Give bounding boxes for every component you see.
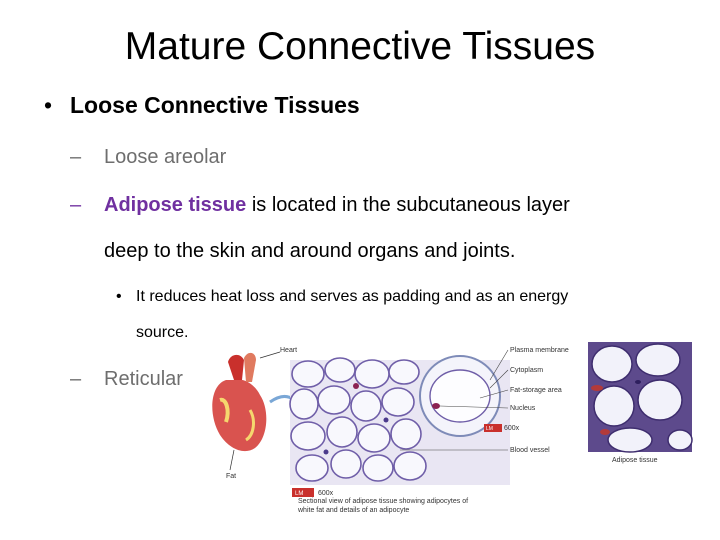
adipose-highlight: Adipose tissue: [104, 194, 247, 216]
sub-bullet-line2: source.: [136, 324, 189, 341]
lm-badge: [292, 488, 314, 497]
callout-nucleus: Nucleus: [510, 405, 536, 412]
callout-fat-storage: Fat-storage area: [510, 387, 562, 394]
slide-title: Mature Connective Tissues: [124, 25, 596, 68]
fat-label: Fat: [226, 473, 236, 480]
sub-bullet-line1: • It reduces heat loss and serves as padd…: [116, 285, 568, 309]
dash-marker: –: [70, 368, 82, 390]
item-text: Loose areolar: [104, 146, 227, 168]
item-reticular: –Reticular: [70, 364, 183, 394]
bullet-marker: •: [44, 92, 53, 118]
lm-badge-2-text: LM: [486, 426, 493, 432]
callout-cytoplasm: Cytoplasm: [510, 367, 543, 374]
item-text: Reticular: [104, 368, 183, 390]
magnification-1: 600x: [318, 490, 334, 497]
item-adipose-line2: deep to the skin and around organs and j…: [104, 240, 516, 262]
adipose-histology: [588, 342, 693, 453]
dash-marker: –: [70, 194, 82, 216]
heading-text: Loose Connective Tissues: [70, 92, 360, 118]
adipose-tissue-label: Adipose tissue: [612, 457, 658, 464]
sub-bullet-marker: •: [116, 288, 122, 305]
adipose-text: is located in the subcutaneous layer: [246, 194, 570, 216]
item-adipose-line1: –Adipose tissue is located in the subcut…: [70, 190, 570, 220]
dash-marker: –: [70, 146, 82, 168]
sub-text-1: It reduces heat loss and serves as paddi…: [136, 288, 569, 305]
figure-caption-line1: Sectional view of adipose tissue showing…: [298, 498, 468, 505]
callout-plasma-membrane: Plasma membrane: [510, 347, 569, 354]
item-loose-areolar: –Loose areolar: [70, 142, 226, 172]
lm-badge-text: LM: [295, 491, 303, 497]
magnified-adipocyte: [419, 355, 501, 437]
heart-illustration: [212, 351, 281, 471]
figure-caption-line2: white fat and details of an adipocyte: [297, 507, 409, 514]
magnification-2: 600x: [504, 425, 520, 432]
adipose-tissue-figure: Heart Fat: [212, 342, 693, 514]
heart-label: Heart: [280, 347, 297, 354]
callout-blood-vessel: Blood vessel: [510, 447, 550, 454]
bullet-loose-connective: • Loose Connective Tissues: [44, 88, 360, 122]
